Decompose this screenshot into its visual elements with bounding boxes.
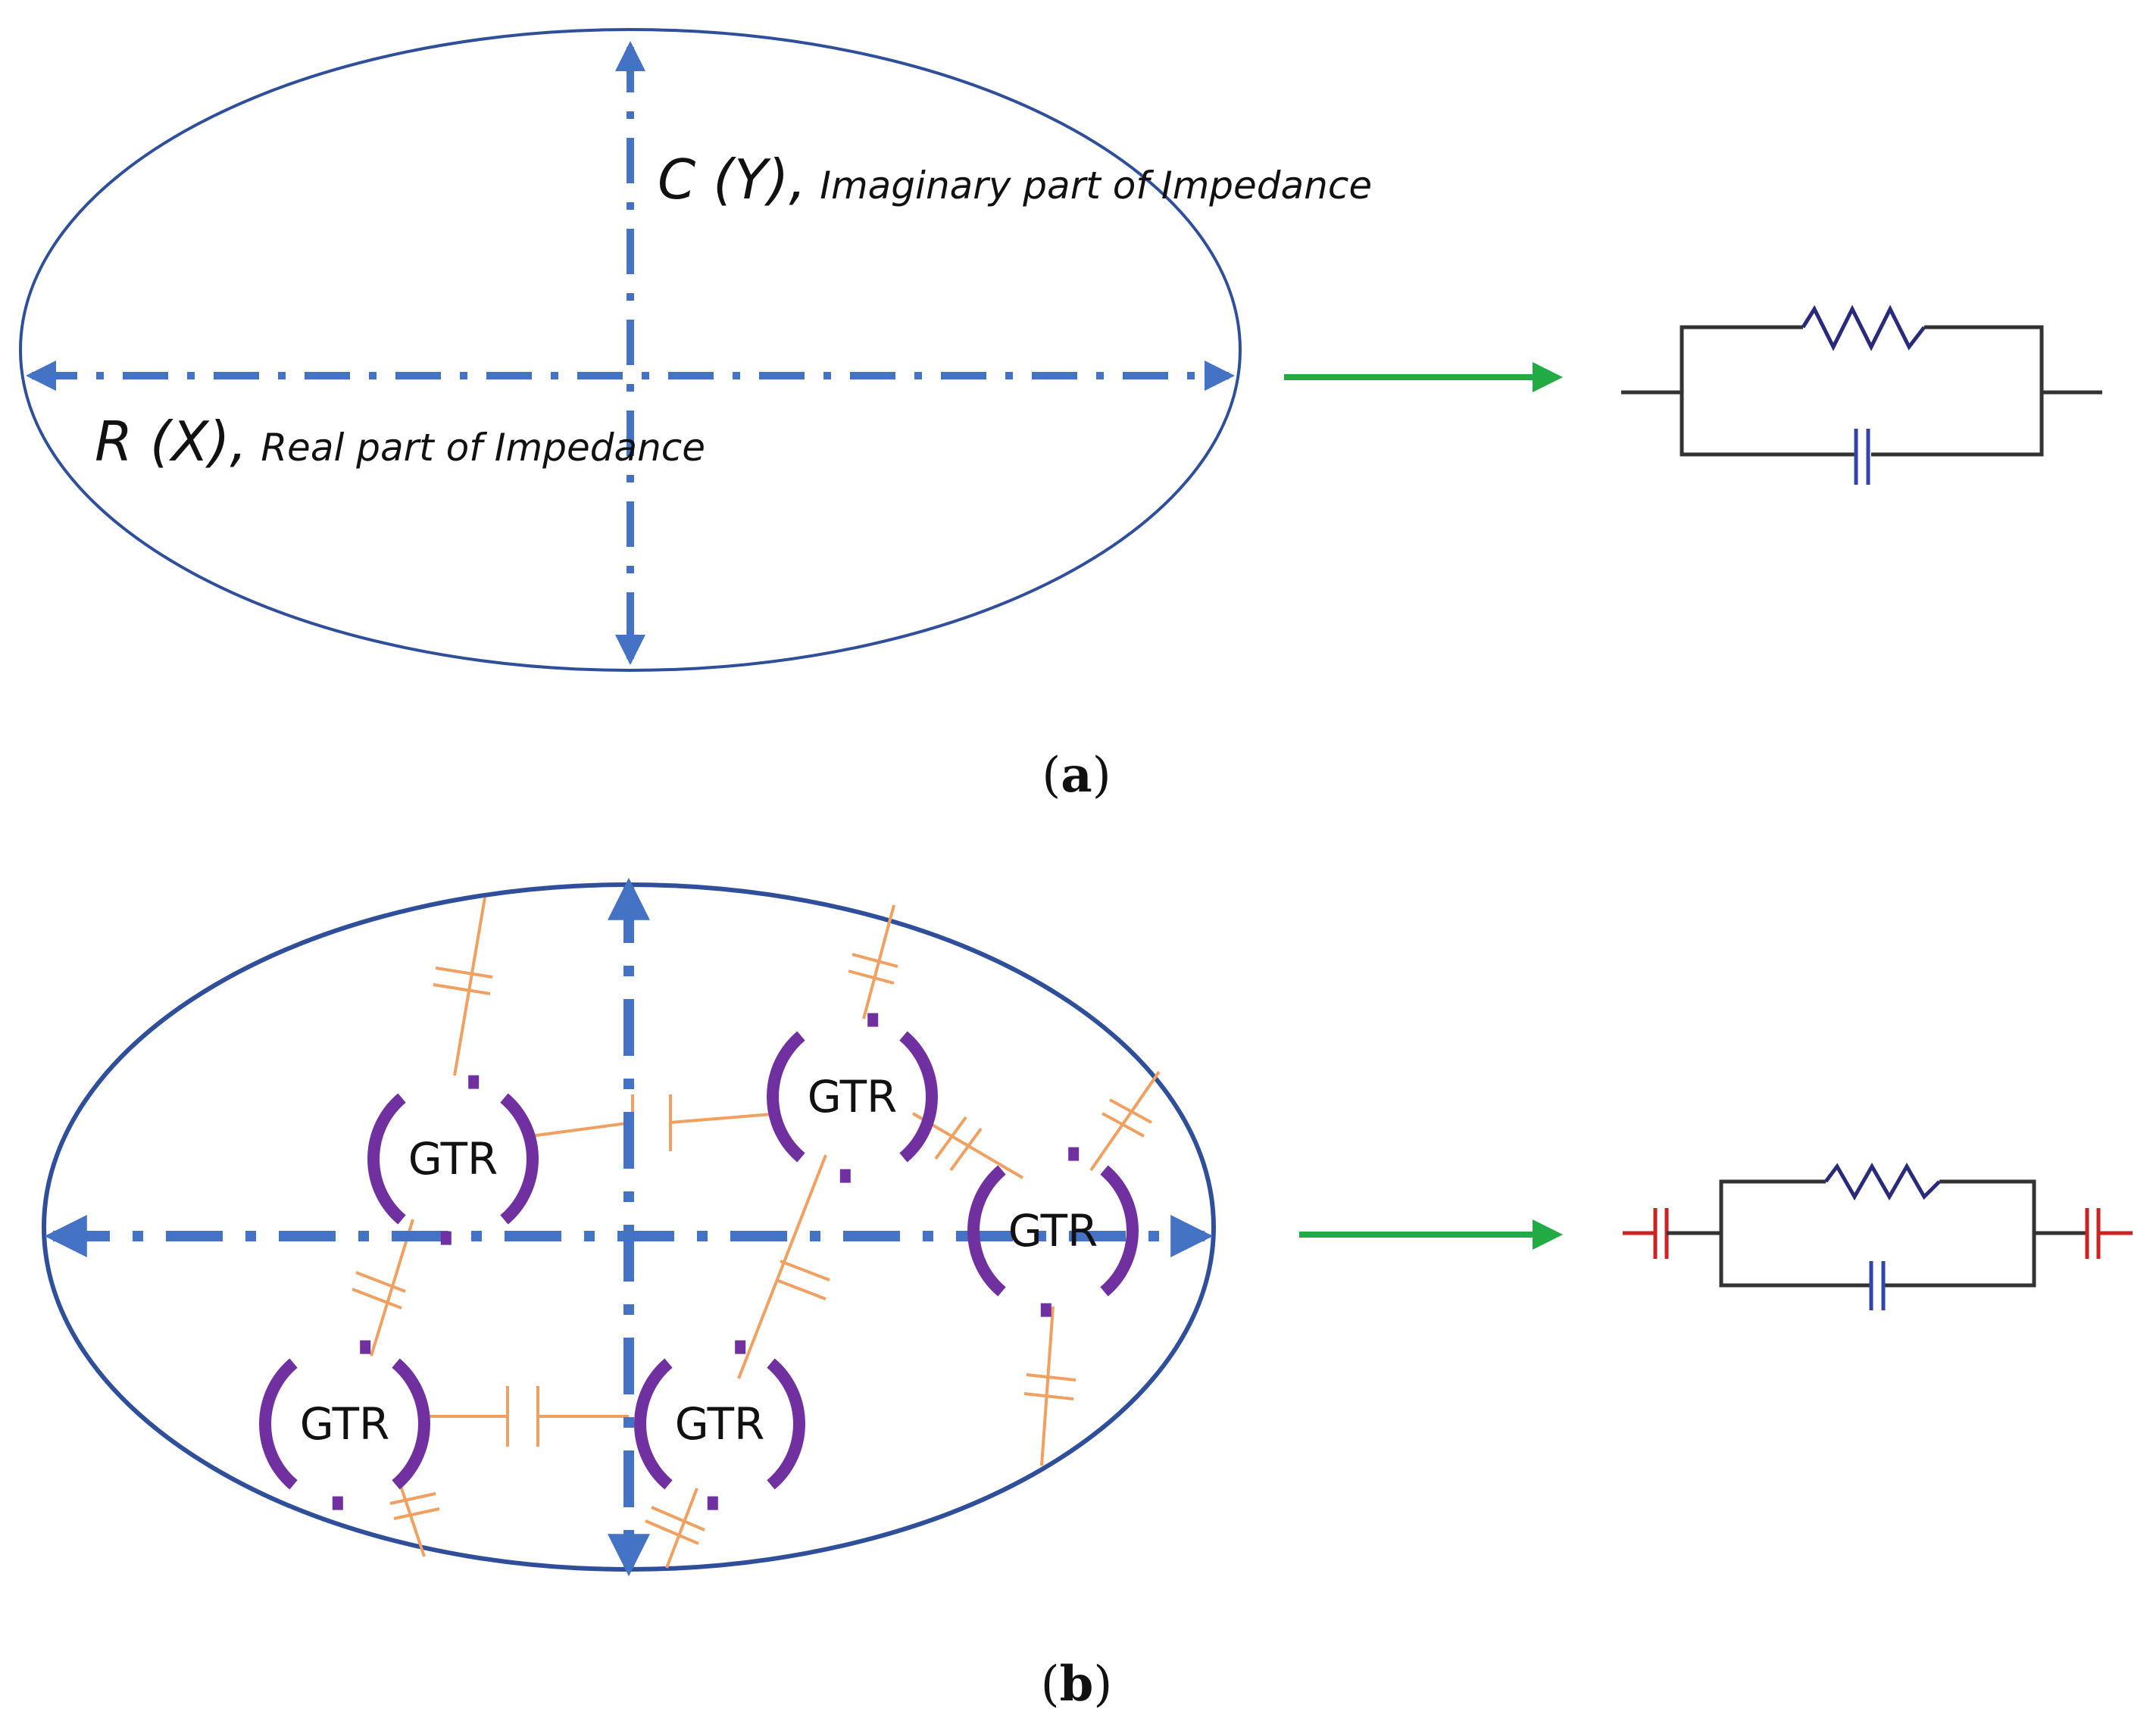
- gtr-dot: [1068, 1147, 1080, 1161]
- gtr-arc: [500, 1093, 539, 1225]
- resistor-icon: [1824, 1162, 1941, 1201]
- svg-text:(b): (b): [1041, 1656, 1113, 1713]
- gtr-dot: [360, 1340, 371, 1354]
- x-axis-label-main: R (X),: [95, 410, 247, 473]
- gtr-particle: GTR: [967, 1147, 1139, 1317]
- gtr-label: GTR: [808, 1071, 898, 1122]
- svg-text:(a): (a): [1042, 747, 1111, 804]
- gtr-particle: GTR: [367, 1075, 539, 1245]
- impedance-ellipse: [19, 28, 1242, 672]
- equivalent-circuit-b: [1623, 1162, 2133, 1310]
- capacitor-icon: [1653, 1208, 1669, 1259]
- resistor-icon: [1801, 304, 1926, 351]
- gtr-label: GTR: [408, 1133, 498, 1185]
- panel-b: GTR GTR GTR GTR GTR: [42, 877, 2133, 1713]
- gtr-dot: [839, 1169, 851, 1183]
- caption-a-close: ): [1092, 748, 1111, 804]
- y-axis-label-main: C (Y),: [658, 148, 806, 211]
- gtr-particle: GTR: [259, 1340, 430, 1510]
- gtr-dot: [867, 1013, 879, 1027]
- x-axis-label-sub: Real part of Impedance: [261, 426, 705, 470]
- capacitor-icon: [2085, 1208, 2101, 1259]
- svg-text:R (X), Real part of Impe: R (X), Real part of Impedance: [95, 410, 705, 473]
- caption-b-close: ): [1093, 1656, 1112, 1713]
- gtr-arc: [899, 1031, 938, 1163]
- gtr-label: GTR: [1008, 1205, 1098, 1257]
- gtr-dot: [440, 1231, 452, 1245]
- capacitor-icon: [1869, 1261, 1886, 1310]
- gtr-arc: [392, 1358, 430, 1490]
- gtr-dot: [468, 1075, 480, 1089]
- gtr-label: GTR: [300, 1398, 390, 1450]
- capacitor-icon: [1854, 429, 1870, 485]
- caption-b-letter: b: [1060, 1656, 1094, 1713]
- gtr-dot: [1040, 1303, 1052, 1317]
- svg-text:C (Y), Imaginary part of: C (Y), Imaginary part of Impedance: [658, 148, 1372, 211]
- caption-a-letter: a: [1061, 747, 1092, 804]
- gtr-arc: [967, 1165, 1006, 1297]
- gtr-arc: [1100, 1165, 1139, 1297]
- gtr-particle: GTR: [767, 1013, 938, 1183]
- caption-b-open: (: [1041, 1656, 1060, 1713]
- gtr-arc: [259, 1358, 298, 1490]
- y-axis-label-sub: Imaginary part of Impedance: [820, 164, 1372, 208]
- caption-a-open: (: [1042, 748, 1061, 804]
- gtr-particle: GTR: [634, 1340, 805, 1510]
- gtr-label: GTR: [675, 1398, 765, 1450]
- equivalent-circuit-a: [1621, 304, 2102, 485]
- panel-a: C (Y), Imaginary part of Impedance R (X)…: [19, 28, 2102, 804]
- gtr-arc: [767, 1358, 805, 1490]
- gtr-arc: [634, 1358, 673, 1490]
- gtr-arc: [767, 1031, 805, 1163]
- gtr-particles: GTR GTR GTR GTR GTR: [259, 1013, 1139, 1510]
- gtr-dot: [707, 1496, 718, 1510]
- gtr-dot: [332, 1496, 343, 1510]
- gtr-arc: [367, 1093, 406, 1225]
- gtr-dot: [735, 1340, 746, 1354]
